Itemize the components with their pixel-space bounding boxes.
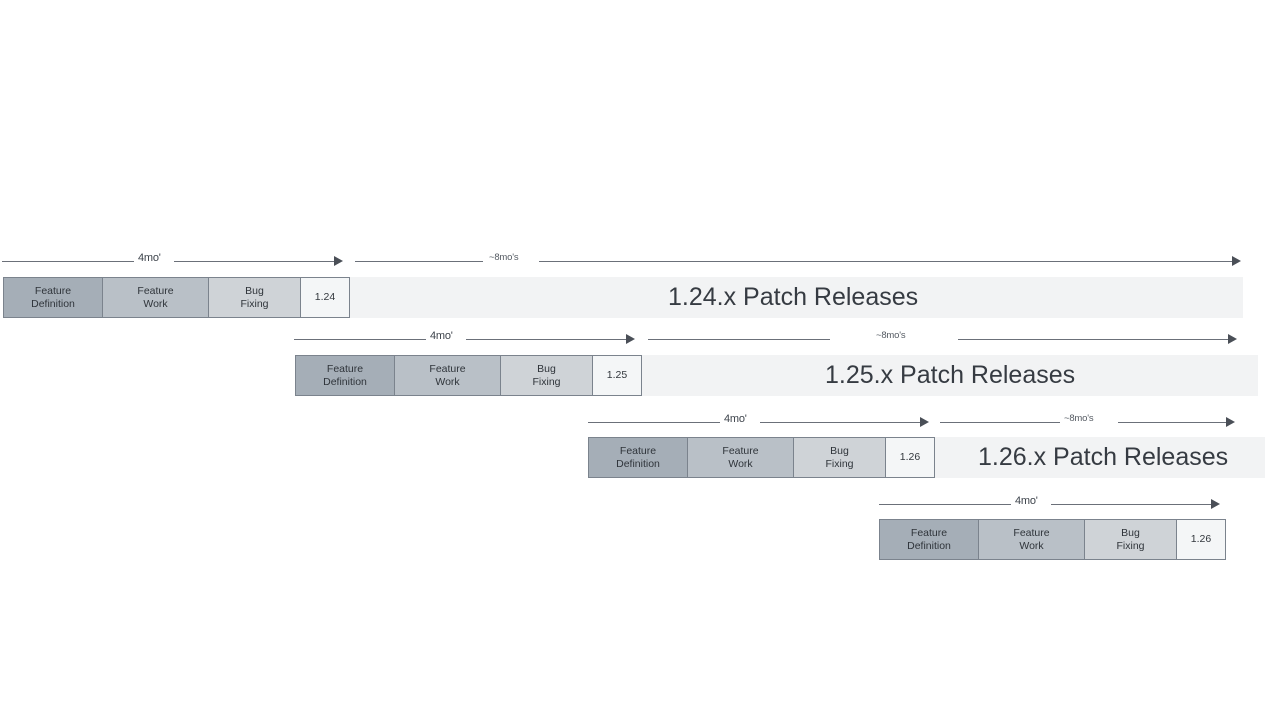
phase-box-feature-definition[interactable]: Feature Definition [3,277,103,318]
phase-label-line2: Definition [31,297,75,310]
patch-duration-arrow-row1: ~8mo's [355,250,1243,272]
phase-box-bug-fixing[interactable]: Bug Fixing [1084,519,1177,560]
arrow-line-right [174,261,336,262]
arrow-line-right [466,339,628,340]
phase-label-line1: Feature [137,285,174,297]
arrow-line-right [1118,422,1228,423]
phase-track-1-26-next: Feature Definition Feature Work Bug Fixi… [879,519,1226,560]
phase-label-line1: Bug [245,285,264,297]
phase-box-feature-definition[interactable]: Feature Definition [879,519,979,560]
phase-box-bug-fixing[interactable]: Bug Fixing [500,355,593,396]
patch-duration-arrow-row3: ~8mo's [940,411,1240,433]
dev-duration-label: 4mo' [430,330,453,342]
phase-track-1-24: Feature Definition Feature Work Bug Fixi… [3,277,350,318]
arrow-head-icon [1232,256,1241,266]
phase-box-feature-work[interactable]: Feature Work [102,277,209,318]
arrow-line-right [760,422,922,423]
phase-label-line1: Feature [326,363,364,375]
phase-label-line1: Bug [1121,527,1140,539]
phase-label-line1: Bug [537,363,556,375]
phase-label-line1: Feature [910,527,948,539]
patch-release-label: 1.26.x Patch Releases [978,443,1229,471]
dev-duration-label: 4mo' [138,252,161,264]
phase-box-feature-definition[interactable]: Feature Definition [295,355,395,396]
phase-label-line2: Work [143,297,168,310]
dev-duration-arrow-row4: 4mo' [879,493,1229,515]
phase-label-line2: Work [435,375,460,388]
arrow-head-icon [920,417,929,427]
arrow-line-left [648,339,830,340]
dev-duration-arrow-row1: 4mo' [2,250,352,272]
arrow-head-icon [626,334,635,344]
arrow-line-right [1051,504,1213,505]
phase-box-feature-definition[interactable]: Feature Definition [588,437,688,478]
arrow-head-icon [1228,334,1237,344]
phase-label-line2: Definition [907,539,951,552]
patch-duration-label: ~8mo's [1064,413,1094,424]
version-box[interactable]: 1.24 [300,277,350,318]
dev-duration-label: 4mo' [1015,495,1038,507]
arrow-line-left [588,422,720,423]
version-box[interactable]: 1.26 [1176,519,1226,560]
phase-label-line1: Feature [619,445,657,457]
phase-label-line1: Feature [1013,527,1050,539]
dev-duration-arrow-row2: 4mo' [294,328,644,350]
phase-label-line2: Work [728,457,753,470]
phase-label-line1: Feature [722,445,759,457]
phase-box-bug-fixing[interactable]: Bug Fixing [208,277,301,318]
arrow-line-left [940,422,1060,423]
phase-label-line1: Bug [830,445,849,457]
phase-box-feature-work[interactable]: Feature Work [394,355,501,396]
phase-label-line1: Feature [429,363,466,375]
arrow-line-right [539,261,1234,262]
phase-label-line2: Fixing [825,457,854,470]
dev-duration-arrow-row3: 4mo' [588,411,938,433]
version-box[interactable]: 1.26 [885,437,935,478]
dev-duration-label: 4mo' [724,413,747,425]
patch-duration-label: ~8mo's [489,252,519,263]
patch-duration-arrow-row2: ~8mo's [648,328,1243,350]
arrow-head-icon [334,256,343,266]
phase-label-line2: Fixing [240,297,269,310]
phase-label-line2: Fixing [532,375,561,388]
phase-track-1-26: Feature Definition Feature Work Bug Fixi… [588,437,935,478]
phase-label-line2: Definition [616,457,660,470]
phase-box-feature-work[interactable]: Feature Work [978,519,1085,560]
patch-release-label: 1.25.x Patch Releases [825,361,1076,389]
arrow-line-right [958,339,1230,340]
patch-release-label: 1.24.x Patch Releases [668,283,919,311]
phase-box-bug-fixing[interactable]: Bug Fixing [793,437,886,478]
arrow-line-left [2,261,134,262]
phase-label-line1: Feature [34,285,72,297]
phase-box-feature-work[interactable]: Feature Work [687,437,794,478]
arrow-head-icon [1226,417,1235,427]
arrow-line-left [879,504,1011,505]
phase-label-line2: Fixing [1116,539,1145,552]
arrow-line-left [355,261,483,262]
patch-duration-label: ~8mo's [876,330,906,341]
version-box[interactable]: 1.25 [592,355,642,396]
phase-label-line2: Work [1019,539,1044,552]
phase-track-1-25: Feature Definition Feature Work Bug Fixi… [295,355,642,396]
arrow-line-left [294,339,426,340]
arrow-head-icon [1211,499,1220,509]
phase-label-line2: Definition [323,375,367,388]
